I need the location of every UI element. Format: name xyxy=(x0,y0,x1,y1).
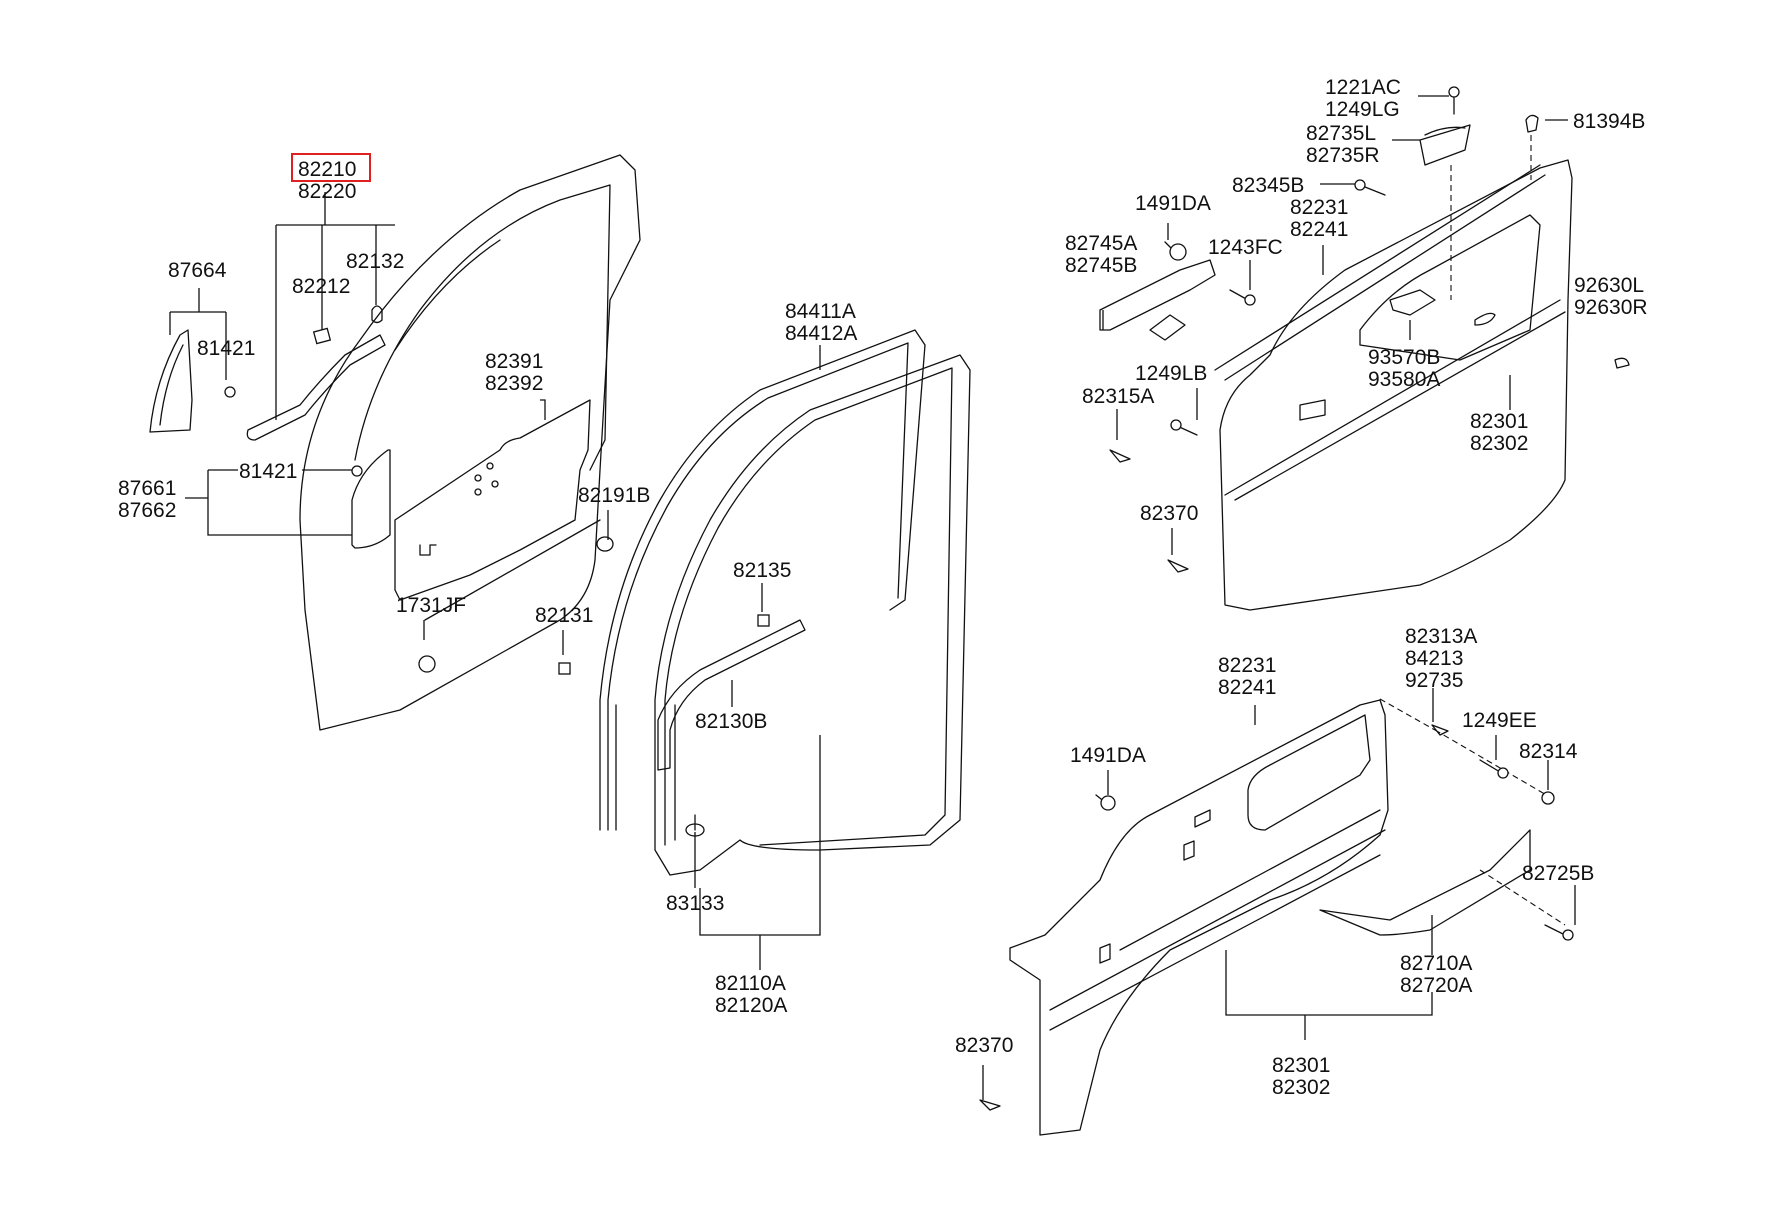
part-label-81421-upper[interactable]: 81421 xyxy=(197,337,255,360)
weatherstrip-82110a xyxy=(654,354,971,876)
part-label-82345b[interactable]: 82345B xyxy=(1232,174,1304,197)
quarter-glass-87664 xyxy=(149,329,193,433)
part-label-82212[interactable]: 82212 xyxy=(292,275,350,298)
fasteners-lower-right xyxy=(979,724,1574,1111)
window-run-channel xyxy=(246,334,386,441)
part-label-82130b[interactable]: 82130B xyxy=(695,710,767,733)
part-label-82131[interactable]: 82131 xyxy=(535,604,593,627)
part-label-82370-lower[interactable]: 82370 xyxy=(955,1034,1013,1057)
corner-glass-87661 xyxy=(351,449,391,549)
part-label-82132[interactable]: 82132 xyxy=(346,250,404,273)
part-label-1249ee[interactable]: 1249EE xyxy=(1462,709,1537,732)
part-label-83133[interactable]: 83133 xyxy=(666,892,724,915)
leader-lines xyxy=(169,95,1576,1100)
part-label-82314[interactable]: 82314 xyxy=(1519,740,1578,763)
part-label-1243fc[interactable]: 1243FC xyxy=(1208,236,1283,259)
part-label-82315a[interactable]: 82315A xyxy=(1082,385,1154,408)
armrest-82710a xyxy=(1319,829,1531,936)
part-label-82135[interactable]: 82135 xyxy=(733,559,791,582)
door-shell xyxy=(299,154,641,731)
pull-cup-82735l xyxy=(1419,124,1471,166)
part-label-82725b[interactable]: 82725B xyxy=(1522,862,1594,885)
part-label-1249lb[interactable]: 1249LB xyxy=(1135,362,1207,385)
part-label-82370-upper[interactable]: 82370 xyxy=(1140,502,1198,525)
weatherstrip-84411a xyxy=(599,329,926,831)
part-label-87664[interactable]: 87664 xyxy=(168,259,227,282)
bracket-82745a xyxy=(1099,259,1216,341)
door-trim-upper xyxy=(1214,159,1573,611)
part-label-1491da-upper[interactable]: 1491DA xyxy=(1135,192,1211,215)
part-label-1731jf[interactable]: 1731JF xyxy=(396,594,466,617)
part-label-82191b[interactable]: 82191B xyxy=(578,484,650,507)
door-trim-lower xyxy=(1009,699,1389,1136)
fasteners-left xyxy=(224,305,614,675)
switch-93570b xyxy=(1389,289,1436,316)
fasteners-upper-right xyxy=(1109,86,1630,573)
door-trim-board xyxy=(394,399,601,621)
part-label-81394b[interactable]: 81394B xyxy=(1573,110,1645,133)
part-label-81421-lower[interactable]: 81421 xyxy=(239,460,297,483)
trim-strip-82130b xyxy=(657,619,806,771)
highlight-box xyxy=(291,153,371,182)
part-label-1491da-lower[interactable]: 1491DA xyxy=(1070,744,1146,767)
